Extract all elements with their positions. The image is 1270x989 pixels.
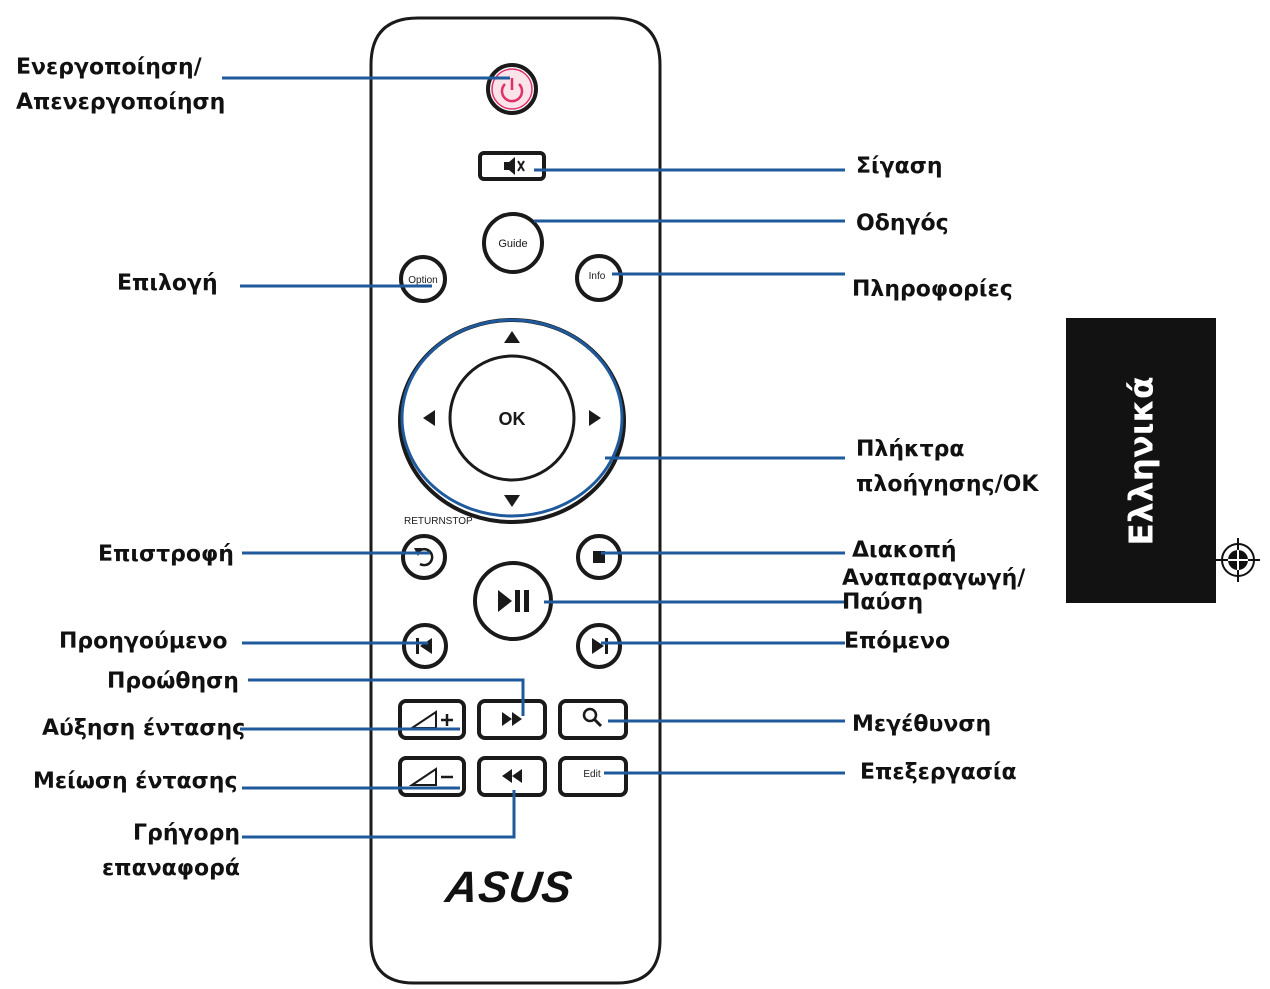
info-button[interactable]: Info [575,254,623,302]
label-mute: Σίγαση [856,154,943,179]
label-info: Πληροφορίες [852,277,1013,302]
return-button[interactable] [401,534,447,580]
power-icon [500,78,524,103]
skip-previous-icon [416,638,432,654]
asus-logo: ASUS [442,863,576,912]
leader-line-rewind [242,790,516,839]
arrow-left-icon[interactable] [423,410,435,426]
label-rewind-line-1: Γρήγορη [133,821,240,846]
label-volume-up: Αύξηση έντασης [42,716,246,741]
volume-down-icon [408,767,453,786]
volume-down-button[interactable] [398,756,466,797]
label-play-pause-line-2: Παύση [842,590,924,615]
label-fast-forward: Προώθηση [107,669,239,694]
rewind-button[interactable] [477,756,547,797]
label-option: Επιλογή [117,271,218,296]
label-rewind: Γρήγορη επαναφορά [98,816,240,886]
label-edit: Επεξεργασία [860,760,1017,785]
previous-button[interactable] [402,623,448,669]
ok-button[interactable]: OK [448,354,576,482]
info-button-text: Info [589,271,606,282]
label-nav-ok-line-1: Πλήκτρα [856,437,965,462]
label-rewind-line-2: επαναφορά [101,856,240,881]
fast-forward-button[interactable] [477,699,547,740]
volume-up-button[interactable] [398,699,466,740]
guide-button-text: Guide [498,238,527,250]
label-play-pause-line-1: Αναπαραγωγή/ [842,566,1026,591]
language-tab-label: Ελληνικά [1121,375,1161,546]
label-power: Ενεργοποίηση/ Απενεργοποίηση [16,50,225,120]
skip-next-icon [592,638,608,654]
label-nav-ok: Πλήκτρα πλοήγησης/OK [856,432,1038,502]
label-volume-down: Μείωση έντασης [33,769,238,794]
stop-button[interactable] [576,534,622,580]
edit-button[interactable]: Edit [558,756,628,797]
leader-lines [222,76,845,839]
label-zoom: Μεγέθυνση [852,712,992,737]
label-nav-ok-line-2: πλοήγησης/OK [856,472,1039,497]
arrow-down-icon[interactable] [504,495,520,507]
leader-line-forward [248,678,525,716]
option-button-text: Option [408,275,437,286]
arrow-right-icon[interactable] [589,410,601,426]
guide-button[interactable]: Guide [482,212,544,274]
mute-icon [504,157,525,175]
edit-button-text: Edit [583,769,600,780]
label-next: Επόμενο [844,629,951,654]
label-stop: Διακοπή [852,538,957,563]
label-power-line-2: Απενεργοποίηση [16,90,226,115]
arrow-up-icon[interactable] [504,331,520,343]
ok-button-text: OK [499,409,526,429]
return-stop-caption: RETURNSTOP [404,516,473,527]
label-power-line-1: Ενεργοποίηση/ [16,55,202,80]
magnifier-icon [582,707,603,728]
language-tab: Ελληνικά [1066,318,1216,603]
label-previous: Προηγούμενο [59,629,228,654]
mute-button[interactable] [478,151,546,181]
label-play-pause: Αναπαραγωγή/ Παύση [842,567,1025,615]
fast-forward-icon [502,712,522,726]
play-pause-icon [498,590,529,612]
registration-mark-icon [1216,538,1260,582]
next-button[interactable] [576,623,622,669]
play-pause-button[interactable] [473,561,553,641]
power-button[interactable] [486,63,538,115]
option-button[interactable]: Option [399,255,447,303]
label-guide: Οδηγός [856,211,949,236]
label-return: Επιστροφή [98,542,234,567]
rewind-icon [502,769,522,783]
